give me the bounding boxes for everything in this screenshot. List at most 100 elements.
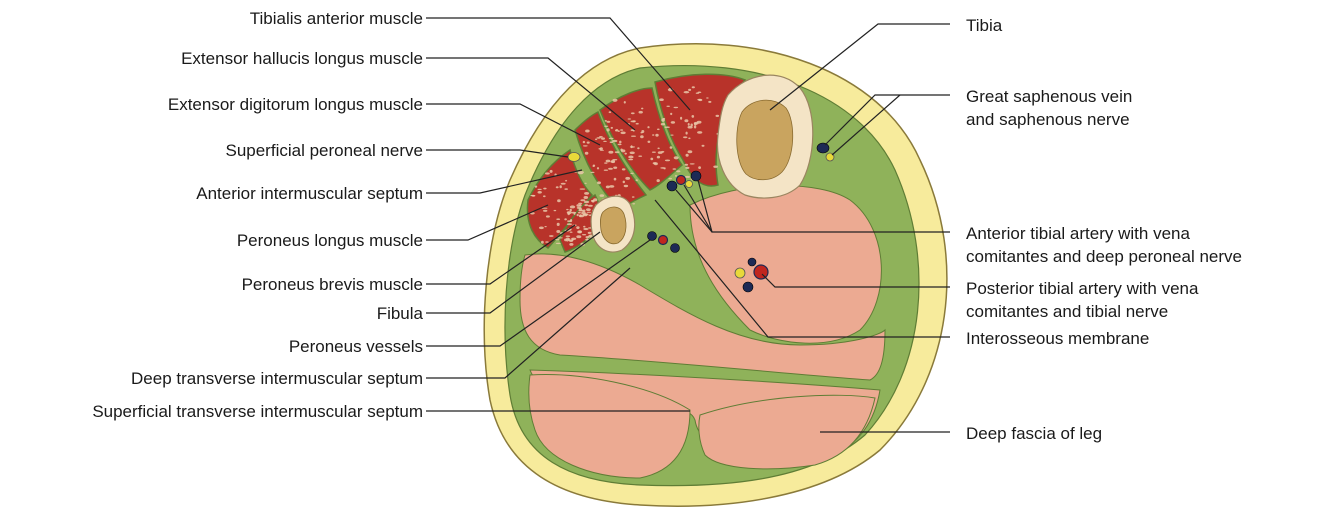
muscle-fleck (628, 156, 633, 159)
muscle-fleck (555, 239, 559, 240)
muscle-fleck (576, 235, 581, 238)
tibia-marrow (737, 100, 793, 180)
labels-right: Tibia Great saphenous vein and saphenous… (966, 16, 1242, 443)
muscle-fleck (567, 223, 572, 225)
muscle-fleck (648, 141, 651, 143)
muscle-fleck (654, 162, 658, 165)
muscle-fleck (601, 137, 605, 139)
muscle-fleck (638, 156, 642, 157)
muscle-fleck (597, 167, 599, 169)
great-saphenous-vein (817, 143, 829, 153)
label-peroneus-longus-muscle: Peroneus longus muscle (237, 231, 423, 250)
muscle-fleck (561, 183, 566, 185)
muscle-fleck (647, 126, 649, 128)
muscle-fleck (686, 154, 689, 157)
muscle-fleck (631, 121, 636, 123)
muscle-fleck (557, 199, 561, 202)
muscle-fleck (607, 121, 611, 123)
muscle-fleck (698, 166, 701, 169)
muscle-fleck (598, 148, 601, 150)
muscle-fleck (543, 195, 546, 197)
muscle-fleck (622, 168, 626, 170)
muscle-fleck (556, 230, 560, 233)
muscle-fleck (578, 212, 581, 214)
muscle-fleck (694, 125, 696, 128)
muscle-fleck (657, 156, 660, 159)
muscle-fleck (569, 243, 573, 246)
muscle-fleck (631, 136, 636, 137)
muscle-fleck (670, 135, 673, 136)
muscle-fleck (612, 140, 617, 142)
muscle-fleck (621, 149, 625, 152)
muscle-fleck (688, 89, 691, 91)
muscle-fleck (673, 168, 677, 170)
muscle-fleck (554, 210, 557, 211)
muscle-fleck (630, 152, 635, 155)
muscle-fleck (652, 152, 656, 153)
muscle-fleck (614, 178, 617, 181)
label-deep-transverse-intermuscular-septum: Deep transverse intermuscular septum (131, 369, 423, 388)
muscle-fleck (632, 203, 635, 204)
muscle-fleck (688, 126, 693, 129)
muscle-fleck (624, 185, 628, 187)
label-extensor-hallucis-longus-muscle: Extensor hallucis longus muscle (181, 49, 423, 68)
muscle-fleck (570, 232, 573, 233)
muscle-fleck (621, 132, 626, 135)
label-interosseous-membrane: Interosseous membrane (966, 329, 1149, 348)
muscle-fleck (670, 146, 673, 149)
muscle-fleck (587, 142, 590, 144)
muscle-fleck (609, 111, 612, 113)
muscle-fleck (585, 152, 589, 155)
muscle-fleck (625, 177, 630, 180)
muscle-fleck (597, 181, 601, 184)
muscle-fleck (615, 151, 620, 153)
muscle-fleck (565, 180, 567, 182)
superficial-peroneal-nerve (568, 153, 580, 162)
muscle-fleck (636, 123, 639, 125)
muscle-fleck (657, 148, 659, 150)
label-great-saphenous-line2: and saphenous nerve (966, 110, 1130, 129)
muscle-fleck (567, 220, 572, 222)
muscle-fleck (631, 145, 633, 148)
muscle-fleck (683, 136, 687, 138)
muscle-fleck (702, 145, 705, 147)
muscle-fleck (661, 119, 665, 122)
muscle-fleck (597, 137, 601, 139)
muscle-fleck (556, 243, 561, 244)
muscle-fleck (665, 126, 670, 128)
muscle-fleck (657, 129, 660, 131)
label-tibialis-anterior-muscle: Tibialis anterior muscle (250, 9, 423, 28)
muscle-fleck (631, 112, 635, 114)
muscle-fleck (697, 121, 702, 124)
muscle-fleck (606, 160, 611, 163)
muscle-fleck (571, 238, 576, 240)
label-anterior-intermuscular-septum: Anterior intermuscular septum (196, 184, 423, 203)
muscle-fleck (624, 101, 626, 104)
muscle-fleck (595, 139, 597, 141)
muscle-fleck (688, 150, 693, 153)
label-posterior-tibial-line2: comitantes and tibial nerve (966, 302, 1168, 321)
muscle-fleck (706, 97, 709, 98)
muscle-fleck (666, 106, 670, 107)
muscle-fleck (604, 162, 607, 163)
muscle-fleck (692, 115, 695, 118)
muscle-fleck (576, 226, 579, 229)
muscle-fleck (543, 188, 546, 190)
muscle-fleck (544, 226, 546, 227)
muscle-fleck (690, 163, 695, 164)
muscle-fleck (652, 134, 654, 136)
label-peroneus-vessels: Peroneus vessels (289, 337, 423, 356)
muscle-fleck (615, 129, 618, 131)
muscle-fleck (589, 235, 591, 237)
muscle-fleck (588, 232, 592, 234)
muscle-fleck (641, 108, 643, 110)
muscle-fleck (655, 134, 658, 137)
muscle-fleck (570, 205, 575, 208)
muscle-fleck (685, 164, 689, 166)
muscle-fleck (696, 93, 699, 94)
muscle-fleck (650, 158, 653, 161)
muscle-fleck (637, 147, 639, 149)
muscle-fleck (685, 176, 690, 178)
muscle-fleck (671, 121, 675, 124)
